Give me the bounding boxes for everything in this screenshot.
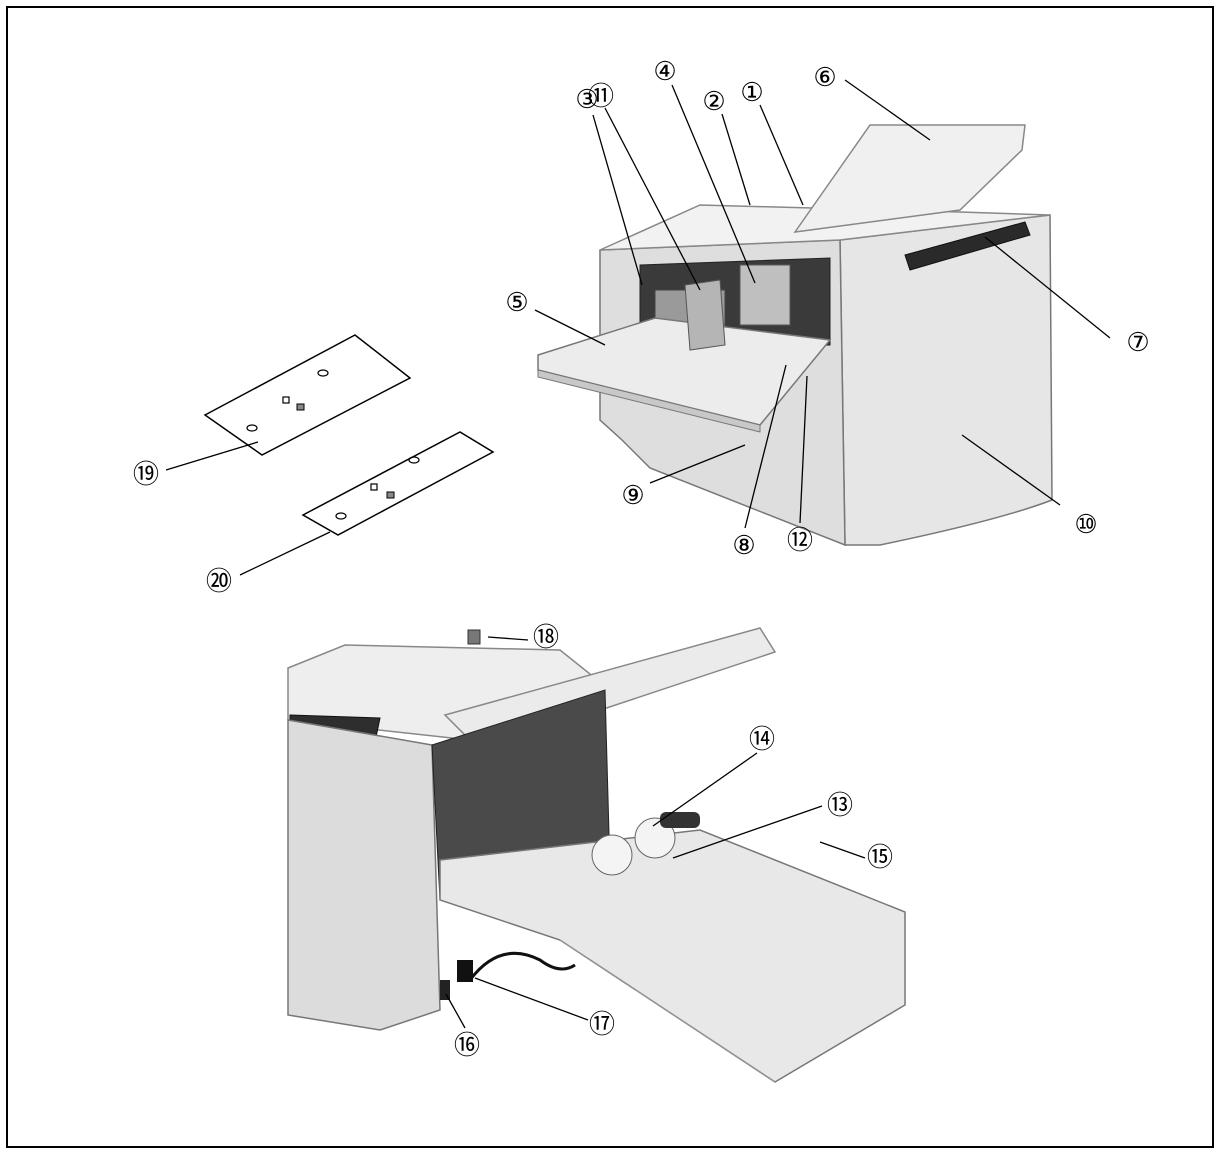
callout-3: ③ <box>575 85 598 115</box>
callout-17: ⑰ <box>589 1010 615 1040</box>
callout-15: ⑮ <box>867 843 893 873</box>
spare-plate-19 <box>203 334 412 456</box>
callout-13: ⑬ <box>827 791 853 821</box>
spare-plate-20 <box>301 431 495 536</box>
callout-19: ⑲ <box>133 460 159 490</box>
callout-10: ⑩ <box>1074 510 1097 540</box>
figure-frame <box>6 6 1214 1148</box>
callout-14: ⑭ <box>749 725 775 755</box>
callout-labels: ① ② ③ ④ ⑤ ⑥ ⑦ ⑧ ⑨ ⑩ ⑪ ⑫ ⑬ ⑭ ⑮ ⑯ ⑰ ⑱ ⑲ ⑳ <box>133 57 1150 1061</box>
callout-5: ⑤ <box>505 288 528 318</box>
callout-6: ⑥ <box>813 63 836 93</box>
callout-2: ② <box>702 87 725 117</box>
callout-1: ① <box>740 78 763 108</box>
callout-11: ⑪ <box>588 82 614 112</box>
callout-12: ⑫ <box>787 526 813 556</box>
callout-18: ⑱ <box>533 623 559 653</box>
callout-7: ⑦ <box>1126 328 1149 358</box>
bottom-machine-illustration <box>287 627 906 1083</box>
callout-4: ④ <box>653 57 676 87</box>
callout-16: ⑯ <box>454 1031 480 1061</box>
leader-lines <box>165 79 1111 1029</box>
top-machine-illustration <box>537 124 1053 547</box>
callout-9: ⑨ <box>621 481 644 511</box>
callout-8: ⑧ <box>732 531 755 561</box>
callout-20: ⑳ <box>206 567 232 597</box>
